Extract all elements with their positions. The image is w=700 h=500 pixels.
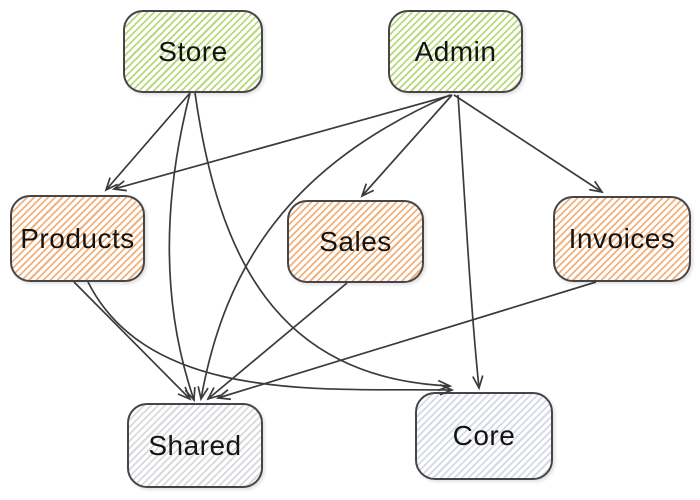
- node-shared[interactable]: Shared: [127, 403, 263, 488]
- node-products[interactable]: Products: [10, 195, 145, 282]
- node-store-label: Store: [158, 35, 228, 67]
- node-sales[interactable]: Sales: [287, 200, 424, 283]
- node-store[interactable]: Store: [123, 10, 263, 93]
- node-products-label: Products: [20, 222, 135, 254]
- edge-store-shared: [168, 92, 196, 403]
- edge-admin-core: [457, 94, 484, 391]
- node-core[interactable]: Core: [415, 392, 553, 480]
- node-shared-label: Shared: [148, 429, 242, 461]
- node-admin-label: Admin: [414, 35, 497, 67]
- node-invoices-label: Invoices: [568, 223, 676, 254]
- edge-sales-shared: [206, 282, 348, 401]
- edge-admin-sales: [360, 94, 453, 198]
- edge-products-core: [87, 281, 455, 396]
- node-invoices[interactable]: Invoices: [553, 196, 691, 282]
- edge-store-products: [104, 92, 191, 192]
- node-sales-label: Sales: [319, 225, 392, 257]
- edge-products-shared: [73, 281, 192, 401]
- edge-admin-invoices: [453, 94, 604, 194]
- node-core-label: Core: [452, 420, 516, 451]
- node-admin[interactable]: Admin: [388, 10, 523, 93]
- edge-admin-products: [111, 94, 453, 192]
- edge-invoices-shared: [215, 281, 597, 401]
